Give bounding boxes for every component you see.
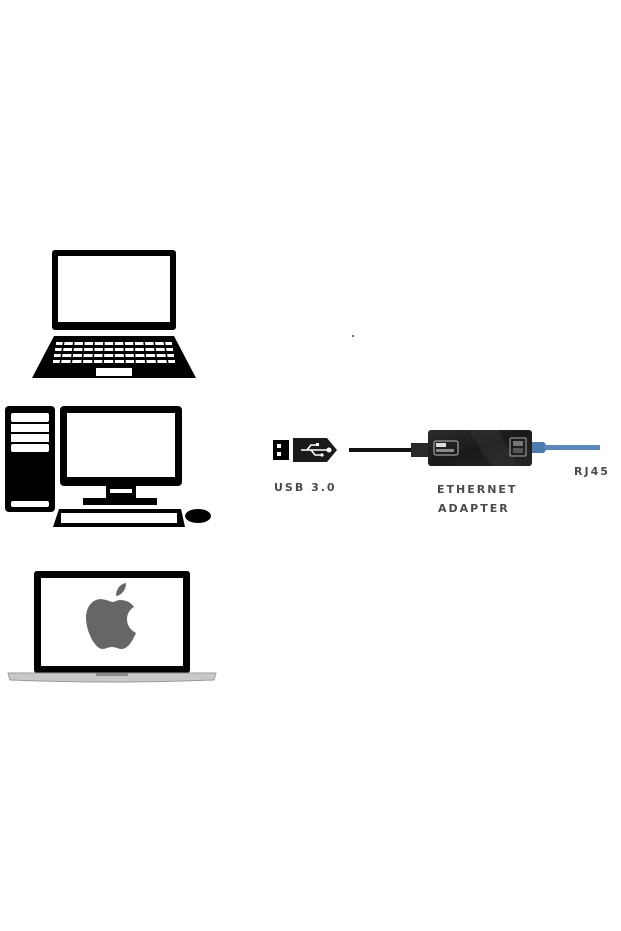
macbook-apple-icon [6,570,218,684]
dot-artifact [352,335,354,337]
usb-connector-icon [271,435,431,465]
adapter-label: ADAPTER [438,502,510,515]
ethernet-adapter [428,428,603,470]
ethernet-label: ETHERNET [437,483,518,496]
usb-label: USB 3.0 [274,481,337,494]
laptop-icon [30,248,198,380]
apple-logo-icon [86,583,136,649]
rj45-label: RJ45 [574,465,610,478]
desktop-computer-icon [3,405,211,529]
usb-symbol-icon [301,444,329,456]
